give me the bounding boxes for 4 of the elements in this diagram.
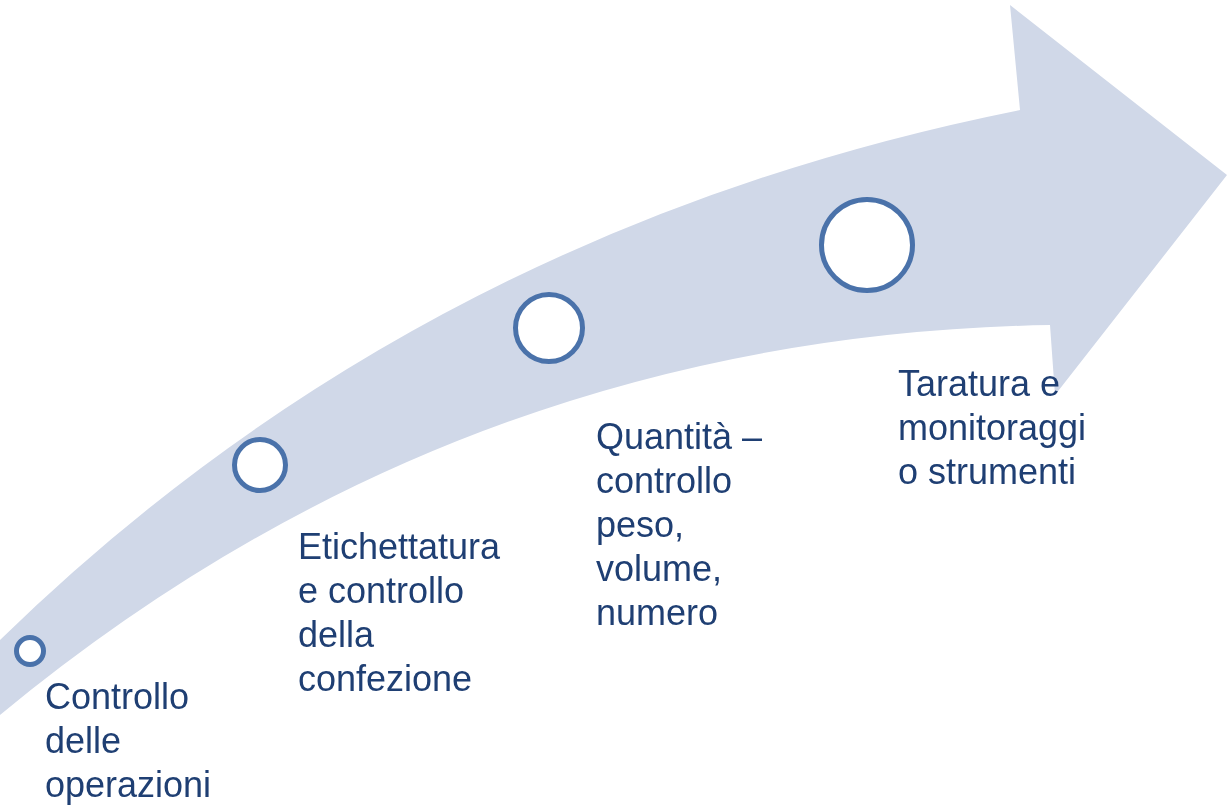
step-label: Etichettatura e controllo della confezione xyxy=(298,525,502,701)
step-label: Taratura e monitoraggi o strumenti xyxy=(898,362,1088,494)
step-label: Quantità – controllo peso, volume, numero xyxy=(596,415,764,635)
step-label: Controllo delle operazioni xyxy=(45,675,213,807)
